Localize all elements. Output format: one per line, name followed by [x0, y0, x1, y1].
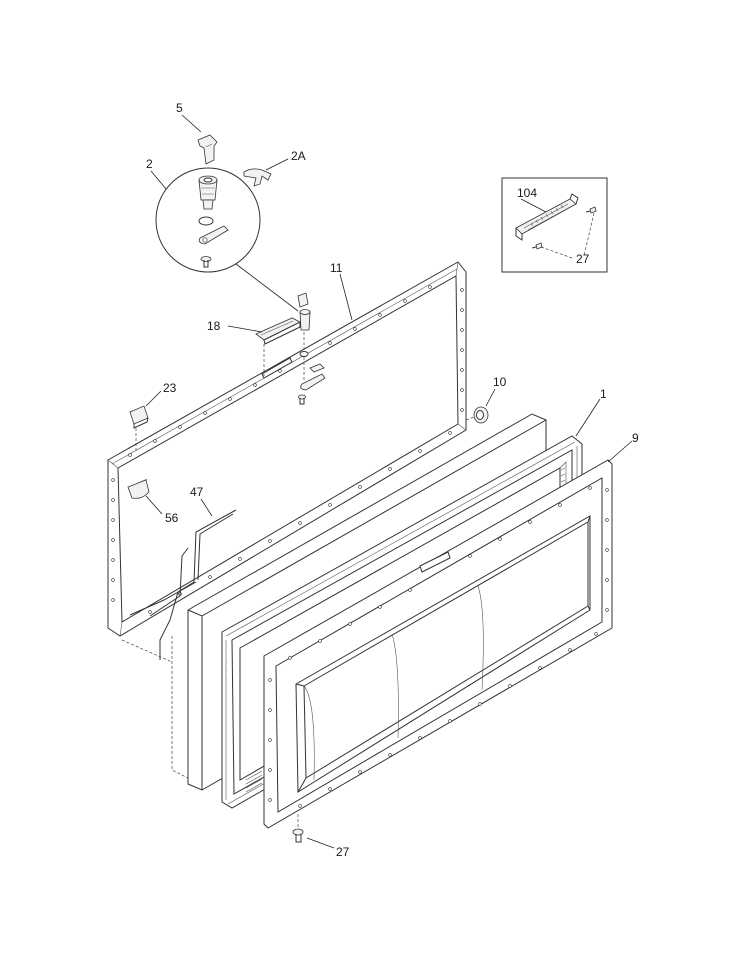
callout-11: 11	[330, 261, 343, 275]
o-ring-part	[198, 216, 214, 226]
callout-18: 18	[207, 319, 221, 333]
frame-holes-left	[111, 478, 115, 602]
callout-27-bottom: 27	[336, 845, 350, 859]
callout-56: 56	[165, 511, 179, 525]
door-inner-liner-frame	[107, 261, 467, 637]
outer-panel-holes	[268, 486, 609, 808]
heater-wire-part	[129, 509, 237, 660]
gasket-hatch-right	[560, 467, 566, 489]
handle-bracket-part	[515, 193, 579, 241]
lock-cam-part	[198, 225, 229, 245]
hinge-bushing-part	[473, 406, 489, 424]
screw-icon	[585, 206, 597, 214]
screw-icon	[531, 242, 543, 250]
gasket-hatch-left	[245, 770, 263, 793]
callout-104: 104	[517, 186, 537, 200]
hinge-cap-part	[129, 405, 149, 429]
bracket-part	[127, 478, 150, 499]
retaining-clip-part	[243, 168, 272, 187]
callout-27-inset: 27	[576, 252, 590, 266]
frame-holes-top	[128, 285, 432, 457]
callout-5: 5	[176, 101, 183, 115]
screw-icon	[292, 828, 304, 843]
callout-47: 47	[190, 485, 204, 499]
inset-box: 104 27	[501, 177, 608, 273]
callout-2: 2	[146, 157, 153, 171]
handle-cover-part	[255, 317, 301, 345]
outer-door-panel	[263, 459, 613, 829]
callout-1: 1	[600, 387, 607, 401]
callout-2A: 2A	[291, 149, 306, 163]
callout-10: 10	[493, 375, 507, 389]
callout-23: 23	[163, 381, 177, 395]
key-part	[197, 134, 218, 165]
callout-9: 9	[632, 431, 639, 445]
frame-holes-bottom	[148, 431, 452, 614]
frame-holes-right	[460, 288, 464, 412]
lock-detail-circle: 2	[146, 157, 261, 273]
assembled-lock-part	[297, 292, 326, 405]
lock-cylinder-part	[198, 175, 218, 210]
screw-icon	[200, 256, 212, 268]
